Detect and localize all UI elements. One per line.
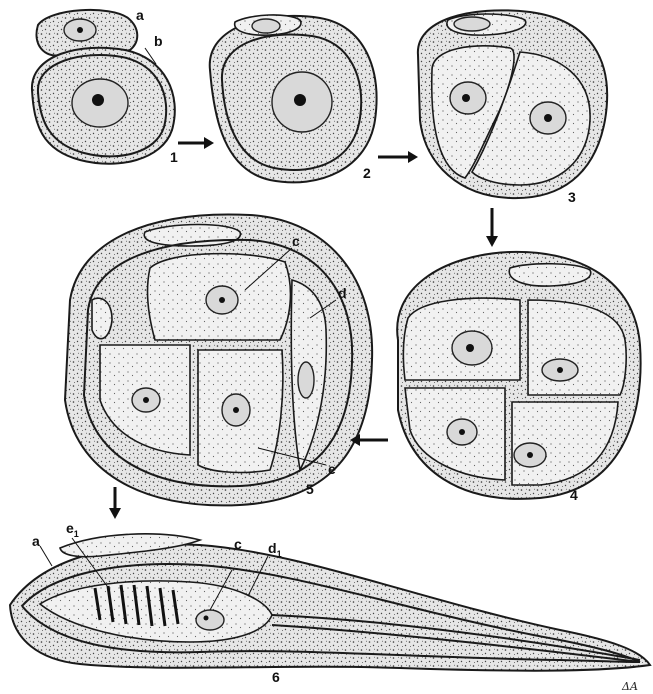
stage-6-spore (10, 534, 650, 671)
label-e: e (328, 461, 336, 477)
label-a-top: a (136, 7, 144, 23)
stage-number-6: 6 (272, 669, 280, 685)
stage-2-cells (210, 15, 377, 182)
arrow-5-to-6 (109, 487, 121, 519)
arrow-2-to-3 (378, 151, 418, 163)
label-a-bottom: a (32, 533, 40, 549)
stage-number-5: 5 (306, 481, 314, 497)
label-d: d (338, 285, 347, 301)
stage-4-cells (397, 252, 640, 499)
stage-number-1: 1 (170, 149, 178, 165)
stage-number-3: 3 (568, 189, 576, 205)
artist-signature: ΔA (621, 680, 638, 693)
arrow-1-to-2 (178, 137, 214, 149)
label-c-stage6: c (234, 536, 242, 552)
label-b: b (154, 33, 163, 49)
stage-3-cells (418, 10, 607, 198)
label-e1: e1 (66, 520, 79, 539)
stage-5-cells (65, 214, 372, 505)
arrow-3-to-4 (486, 208, 498, 247)
stage-number-4: 4 (570, 487, 578, 503)
label-c-stage5: c (292, 233, 300, 249)
stage-number-2: 2 (363, 165, 371, 181)
